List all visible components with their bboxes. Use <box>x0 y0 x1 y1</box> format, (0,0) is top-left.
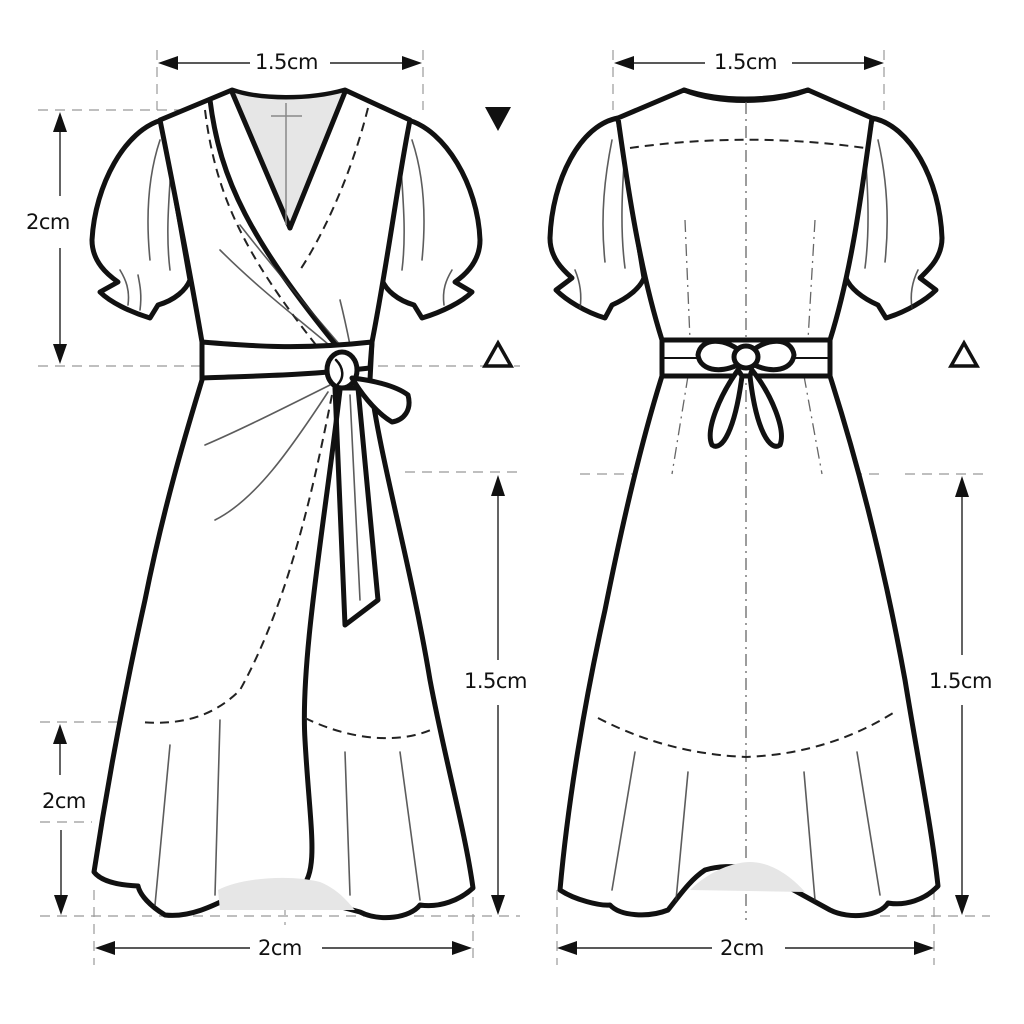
back-bow-knot <box>731 343 761 371</box>
front-belt-loop <box>349 375 412 425</box>
front-dress <box>89 87 483 921</box>
front-shoulder-width-label: 1.5cm <box>251 50 322 74</box>
dimension-lines <box>53 56 969 955</box>
back-right-sleeve <box>843 115 945 321</box>
outline-triangle-up-marker <box>482 339 514 368</box>
front-skirt-length-label: 1.5cm <box>460 669 531 693</box>
back-bow-left-tail <box>707 367 745 449</box>
outline-triangle-up-marker <box>948 339 980 368</box>
front-sash <box>332 385 381 628</box>
back-bow-right-tail <box>747 367 784 449</box>
back-skirt-length-label: 1.5cm <box>925 669 996 693</box>
back-left-sleeve <box>547 115 647 321</box>
front-v-neck <box>232 92 345 228</box>
back-shoulder-width-label: 1.5cm <box>710 50 781 74</box>
front-flounce-height-label: 2cm <box>38 789 90 813</box>
filled-triangle-down-marker <box>485 107 511 131</box>
front-bodice-length-label: 2cm <box>22 210 74 234</box>
back-hem-width-label: 2cm <box>716 936 768 960</box>
front-left-sleeve <box>89 117 193 321</box>
back-dress <box>547 87 945 920</box>
front-right-sleeve <box>379 117 483 321</box>
front-hem-width-label: 2cm <box>254 936 306 960</box>
